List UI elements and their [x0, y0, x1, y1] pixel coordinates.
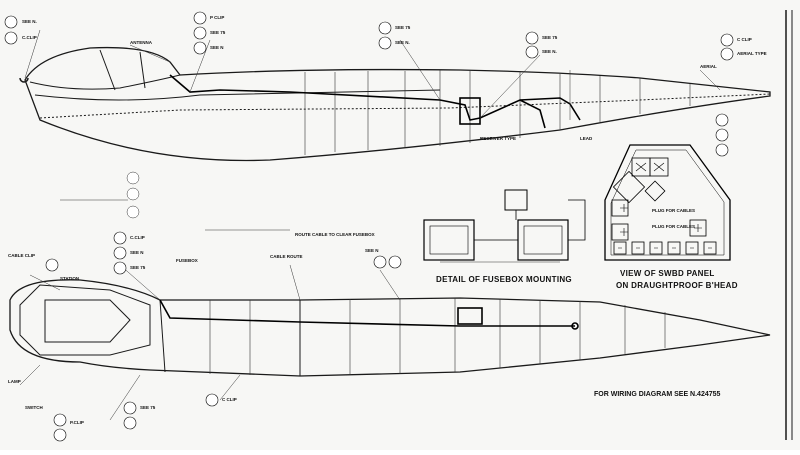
lower-label-1: STATION — [60, 276, 79, 281]
fusebox-detail — [423, 189, 586, 263]
ref-lower-8: SEE 75 — [140, 405, 156, 410]
ref-upper-1: SEE N. — [22, 19, 37, 24]
ref-upper-8: SEE 75 — [542, 35, 558, 40]
lower-wiring-route — [159, 299, 579, 330]
upper-wiring-route — [169, 74, 581, 129]
upper-frame-lines — [304, 70, 691, 155]
ref-upper-6: SEE 75 — [395, 25, 411, 30]
lower-frame-lines — [209, 298, 666, 375]
fusebox-caption: DETAIL OF FUSEBOX MOUNTING — [436, 275, 572, 284]
ref-upper-4: SEE 75 — [210, 30, 226, 35]
lower-fuselage-outline — [9, 279, 771, 377]
ref-lower-7: P.CLIP — [70, 420, 84, 425]
lower-label-4: LAMP — [8, 379, 21, 384]
ref-upper-5: SEE N — [210, 45, 224, 50]
lower-label-3: CABLE ROUTE — [270, 254, 303, 259]
ref-lower-4: SEE 75 — [130, 265, 146, 270]
plug-label-1: PLUG FOR CABLES — [652, 208, 695, 213]
ref-upper-10: C CLIP — [737, 37, 752, 42]
upper-ref-circles — [4, 11, 734, 157]
upper-label-1: ANTENNA — [130, 40, 153, 45]
ref-lower-9: C CLIP — [222, 397, 237, 402]
panel-caption-1: VIEW OF SWBD PANEL — [620, 269, 715, 278]
ref-upper-9: SEE N. — [542, 49, 557, 54]
ref-lower-1: CABLE CLIP — [8, 253, 35, 258]
ref-upper-11: AERIAL TYPE — [737, 51, 767, 56]
upper-label-4: LEAD — [580, 136, 593, 141]
lower-ref-text: CABLE CLIP C.CLIP SEE N SEE 75 SEE N SWI… — [8, 235, 379, 425]
ref-lower-2: C.CLIP — [130, 235, 145, 240]
ref-lower-5: SEE N — [365, 248, 379, 253]
panel-caption-2: ON DRAUGHTPROOF B'HEAD — [616, 281, 738, 290]
lower-ref-circles — [45, 231, 402, 442]
upper-label-3: AERIAL — [700, 64, 717, 69]
ref-lower-6: SWITCH — [25, 405, 43, 410]
ref-lower-3: SEE N — [130, 250, 144, 255]
upper-label-2: RECEIVER TYPE — [480, 136, 516, 141]
wiring-diagram-note: FOR WIRING DIAGRAM SEE N.424755 — [594, 391, 721, 398]
swbd-panel-view — [604, 144, 731, 261]
upper-leaders — [24, 29, 721, 120]
lower-label-2: FUSEBOX — [176, 258, 198, 263]
ref-upper-7: SEE N. — [395, 40, 410, 45]
upper-ref-text: SEE N. C.CLIP P CLIP SEE 75 SEE N SEE 75… — [22, 15, 767, 141]
lower-leaders — [19, 264, 401, 421]
cable-note: ROUTE CABLE TO CLEAR FUSEBOX — [295, 232, 375, 237]
ref-upper-2: C.CLIP — [22, 35, 37, 40]
notes-block — [60, 171, 290, 231]
ref-upper-3: P CLIP — [210, 15, 224, 20]
upper-fuselage-outline — [19, 46, 771, 162]
border-lines — [785, 10, 793, 440]
plug-label-2: PLUG FOR CABLES — [652, 224, 695, 229]
